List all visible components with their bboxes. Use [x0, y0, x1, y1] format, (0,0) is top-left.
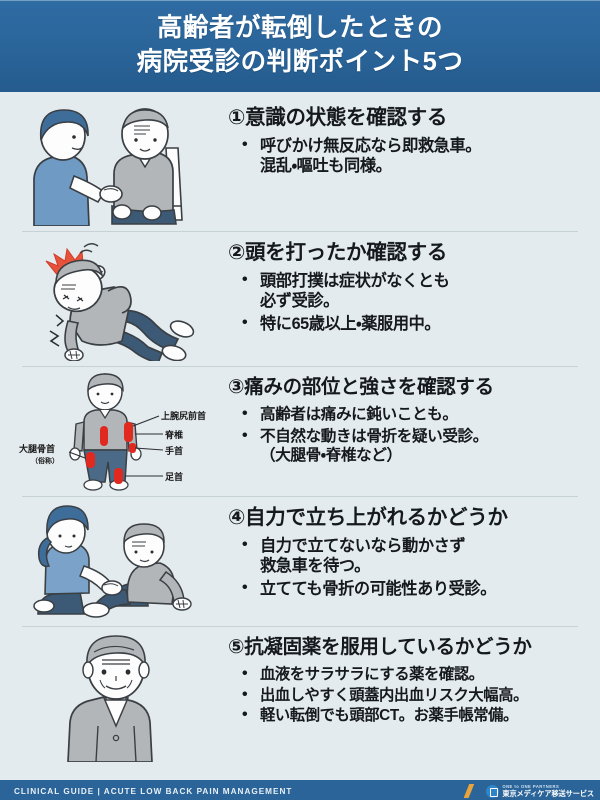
illustration-fallen-elder-holding-head-impact	[10, 236, 222, 361]
section-2-bullets: 頭部打撲は症状がなくとも 必ず受診。 特に65歳以上・薬服用中。	[228, 270, 592, 335]
bullet: 特に65歳以上・薬服用中。	[242, 313, 592, 335]
illustration-elder-portrait-front	[10, 630, 222, 762]
section-3-bullets: 高齢者は痛みに鈍いことも。 不自然な動きは骨折を疑い受診。 （大腿骨・脊椎など）	[228, 404, 592, 466]
bullet: 不自然な動きは骨折を疑い受診。	[242, 426, 592, 447]
label-femur-sub: （俗称）	[31, 456, 59, 465]
section-4-content: ④自力で立ち上がれるかどうか 自力で立てないなら動かさず 救急車を待つ。 立てて…	[222, 502, 592, 601]
section-1-title: ①意識の状態を確認する	[228, 106, 448, 129]
section-5-bullets: 血液をサラサラにする薬を確認。 出血しやすく頭蓋内出血リスク大幅高。 軽い転倒で…	[228, 664, 592, 726]
section-3-content: ③痛みの部位と強さを確認する 高齢者は痛みに鈍いことも。 不自然な動きは骨折を疑…	[222, 372, 592, 468]
section-2-content: ②頭を打ったか確認する 頭部打撲は症状がなくとも 必ず受診。 特に65歳以上・薬…	[222, 237, 592, 336]
bullet: 自力で立てないなら動かさず	[242, 535, 592, 557]
label-femur: 大腿骨首	[19, 443, 55, 454]
illustration-helper-kneeling-beside-seated-elder	[10, 500, 222, 622]
logo-text: ONE to ONE PARTNERS 東京メディケア移送サービス	[502, 783, 594, 799]
bullet: 出血しやすく頭蓋内出血リスク大幅高。	[242, 685, 592, 706]
header-title-line1: 高齢者が転倒したときの	[156, 14, 443, 43]
footer-caption: CLINICAL GUIDE | ACUTE LOW BACK PAIN MAN…	[14, 786, 293, 796]
section-1-content: ①意識の状態を確認する 呼びかけ無反応なら即救急車。 混乱・嘔吐も同様。	[222, 102, 592, 179]
brand-logo: ONE to ONE PARTNERS 東京メディケア移送サービス	[486, 783, 594, 799]
illustration-body-diagram-fracture-sites: 上腕尻前首 脊椎 手首 足首 大腿骨首 （俗称）	[10, 370, 222, 492]
illustration-caregiver-talking-to-seated-elder	[10, 101, 222, 226]
bullet: 血液をサラサラにする薬を確認。	[242, 664, 592, 685]
logo-english: ONE to ONE PARTNERS	[502, 783, 560, 789]
section-3: 上腕尻前首 脊椎 手首 足首 大腿骨首 （俗称） ③痛みの部位と強さを確認する …	[0, 366, 600, 496]
logo-mark-icon	[486, 784, 500, 798]
header-title-line2: 病院受診の判断ポイント5つ	[136, 48, 464, 76]
page-footer: CLINICAL GUIDE | ACUTE LOW BACK PAIN MAN…	[0, 780, 600, 800]
label-upper-arm: 上腕尻前首	[161, 410, 206, 421]
bullet-cont: 混乱・嘔吐も同様。	[260, 156, 392, 175]
section-4-bullets: 自力で立てないなら動かさず 救急車を待つ。 立てても骨折の可能性あり受診。	[228, 535, 592, 600]
section-5: ⑤抗凝固薬を服用しているかどうか 血液をサラサラにする薬を確認。 出血しやすく頭…	[0, 626, 600, 766]
section-2: ②頭を打ったか確認する 頭部打撲は症状がなくとも 必ず受診。 特に65歳以上・薬…	[0, 231, 600, 366]
label-spine: 脊椎	[164, 429, 183, 440]
bullet-cont: 救急車を待つ。	[260, 556, 370, 575]
section-5-title: ⑤抗凝固薬を服用しているかどうか	[228, 636, 532, 658]
bullet: 呼びかけ無反応なら即救急車。	[242, 135, 592, 157]
bullet-cont: 必ず受診。	[260, 291, 339, 310]
bullet: 立てても骨折の可能性あり受診。	[242, 578, 592, 600]
section-4-title: ④自力で立ち上がれるかどうか	[228, 506, 508, 529]
accent-slash-icon	[464, 784, 480, 798]
label-wrist: 手首	[165, 445, 183, 456]
section-4: ④自力で立ち上がれるかどうか 自力で立てないなら動かさず 救急車を待つ。 立てて…	[0, 496, 600, 626]
section-2-title: ②頭を打ったか確認する	[228, 241, 448, 264]
section-5-content: ⑤抗凝固薬を服用しているかどうか 血液をサラサラにする薬を確認。 出血しやすく頭…	[222, 632, 592, 727]
logo-japanese: 東京メディケア移送サービス	[502, 789, 594, 799]
label-ankle: 足首	[165, 471, 183, 482]
bullet: 頭部打撲は症状がなくとも	[242, 270, 592, 292]
section-3-title: ③痛みの部位と強さを確認する	[228, 376, 494, 398]
bullet: 高齢者は痛みに鈍いことも。	[242, 404, 592, 425]
page-header: 高齢者が転倒したときの 病院受診の判断ポイント5つ	[0, 0, 600, 92]
footer-gap	[0, 766, 600, 780]
section-1-bullets: 呼びかけ無反応なら即救急車。 混乱・嘔吐も同様。	[228, 135, 592, 176]
section-1: ①意識の状態を確認する 呼びかけ無反応なら即救急車。 混乱・嘔吐も同様。	[0, 96, 600, 231]
bullet-cont: （大腿骨・脊椎など）	[260, 446, 402, 464]
sections-list: ①意識の状態を確認する 呼びかけ無反応なら即救急車。 混乱・嘔吐も同様。	[0, 92, 600, 766]
bullet: 軽い転倒でも頭部CT。お薬手帳常備。	[242, 705, 592, 726]
